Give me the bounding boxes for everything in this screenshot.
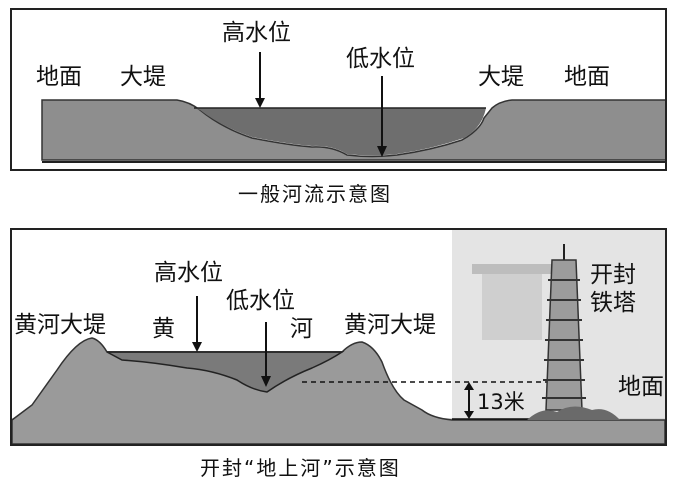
- background-building-roof: [472, 264, 552, 274]
- top-caption: 一般河流示意图: [238, 182, 392, 206]
- levee-right-label: 黄河大堤: [344, 312, 436, 338]
- ordinary-river-diagram: 地面 大堤 高水位 低水位 大堤 地面: [10, 8, 667, 171]
- background-building: [482, 270, 542, 340]
- ground-right-label: 地面: [564, 64, 610, 90]
- low-water-label: 低水位: [346, 46, 415, 72]
- river-water: [106, 351, 345, 393]
- river-name-char-2: 河: [290, 316, 313, 342]
- levee-right-label: 大堤: [478, 64, 524, 90]
- ordinary-river-cross-section: [41, 52, 665, 163]
- height-arrow-down: [464, 411, 474, 419]
- river-name-char-1: 黄: [152, 316, 175, 342]
- high-water-surface: [194, 108, 486, 156]
- bottom-caption: 开封“地上河”示意图: [200, 456, 401, 480]
- ground-left-label: 地面: [36, 64, 82, 90]
- ground-label: 地面: [618, 374, 664, 400]
- terrain-profile: [41, 99, 665, 161]
- low-water-arrowhead: [261, 376, 271, 387]
- above-ground-river-cross-section: [12, 230, 665, 444]
- high-water-arrowhead: [192, 342, 202, 352]
- kaifeng-iron-pagoda: [527, 244, 620, 420]
- above-ground-river-diagram: 高水位 低水位 黄河大堤 黄 河 黄河大堤 开封 铁塔 地面 13米: [10, 228, 667, 446]
- high-water-label: 高水位: [154, 260, 223, 286]
- height-label: 13米: [477, 390, 525, 414]
- levee-left-label: 大堤: [120, 64, 166, 90]
- pagoda-label-line1: 开封: [590, 262, 636, 288]
- low-water-arrowhead: [377, 146, 387, 157]
- height-arrow-up: [464, 382, 474, 390]
- high-water-arrowhead: [255, 98, 265, 108]
- pagoda-label-line2: 铁塔: [590, 290, 636, 316]
- high-water-label: 高水位: [222, 20, 291, 46]
- low-water-label: 低水位: [226, 288, 295, 314]
- levee-left-label: 黄河大堤: [14, 312, 106, 338]
